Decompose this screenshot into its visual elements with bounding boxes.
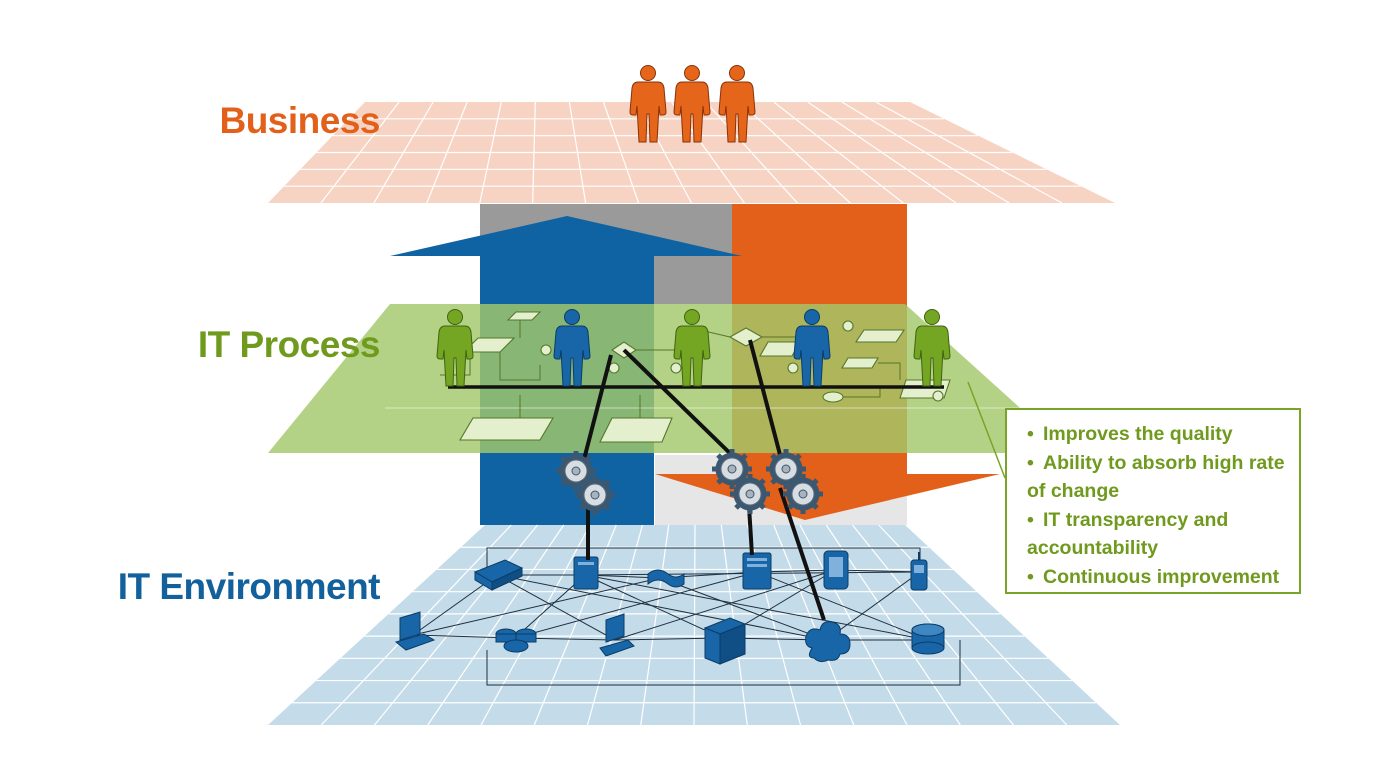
- bullet-icon: •: [1027, 565, 1034, 588]
- process-flowchart: [459, 311, 951, 443]
- benefits-list: •Improves the quality •Ability to absorb…: [1027, 420, 1289, 591]
- it-process-layer-label: IT Process: [197, 324, 381, 365]
- phone-icon: [910, 552, 928, 591]
- benefit-item: • Improves the quality: [1027, 420, 1289, 449]
- business-layer-label: Business: [219, 100, 380, 141]
- network-devices: [394, 550, 945, 665]
- benefit-text: Ability to absorb high rate of change: [1027, 451, 1285, 503]
- benefit-text: IT transparency and accountability: [1027, 508, 1229, 560]
- grid-line: [825, 524, 961, 726]
- benefit-item: • Continuous improvement: [1027, 563, 1289, 592]
- server-icon: [573, 556, 599, 590]
- grid-line: [533, 524, 617, 726]
- grid-line: [799, 524, 908, 726]
- router-icon: [473, 559, 524, 591]
- grid-line: [427, 524, 565, 726]
- gear-icon: [783, 474, 823, 514]
- grid-line: [878, 524, 1068, 726]
- it-environment-plane: [268, 524, 1120, 726]
- benefit-text: Continuous improvement: [1043, 565, 1280, 588]
- workstation-icon: [599, 613, 635, 657]
- bullet-icon: •: [1027, 451, 1034, 474]
- network-links: [412, 547, 961, 686]
- benefits-callout-box: •Improves the quality •Ability to absorb…: [1005, 408, 1301, 594]
- grid-line: [773, 524, 855, 726]
- database-cluster-icon: [495, 628, 537, 653]
- up-arrow-icon: [390, 216, 742, 256]
- gear-icon: [575, 475, 615, 515]
- it-environment-layer-label: IT Environment: [117, 566, 381, 607]
- server-rack-icon: [703, 617, 747, 665]
- server-icon: [742, 552, 772, 590]
- database-icon: [911, 623, 945, 655]
- cloud-icon: [805, 621, 851, 663]
- grid-line: [640, 524, 670, 726]
- tablet-icon: [823, 550, 849, 590]
- laptop-icon: [394, 611, 436, 651]
- it-process-plane: [268, 304, 1070, 453]
- benefit-item: •IT transparency and accountability: [1027, 506, 1289, 563]
- gear-icon: [730, 474, 770, 514]
- grid-line: [480, 524, 591, 726]
- benefit-item: •Ability to absorb high rate of change: [1027, 449, 1289, 506]
- process-to-gear-links: [578, 339, 826, 621]
- cable-icon: [647, 569, 685, 588]
- bullet-icon: •: [1027, 423, 1034, 445]
- benefit-text: Improves the quality: [1043, 423, 1233, 445]
- callout-line: [967, 381, 1006, 479]
- business-plane: [268, 101, 1115, 204]
- bullet-icon: •: [1027, 508, 1034, 531]
